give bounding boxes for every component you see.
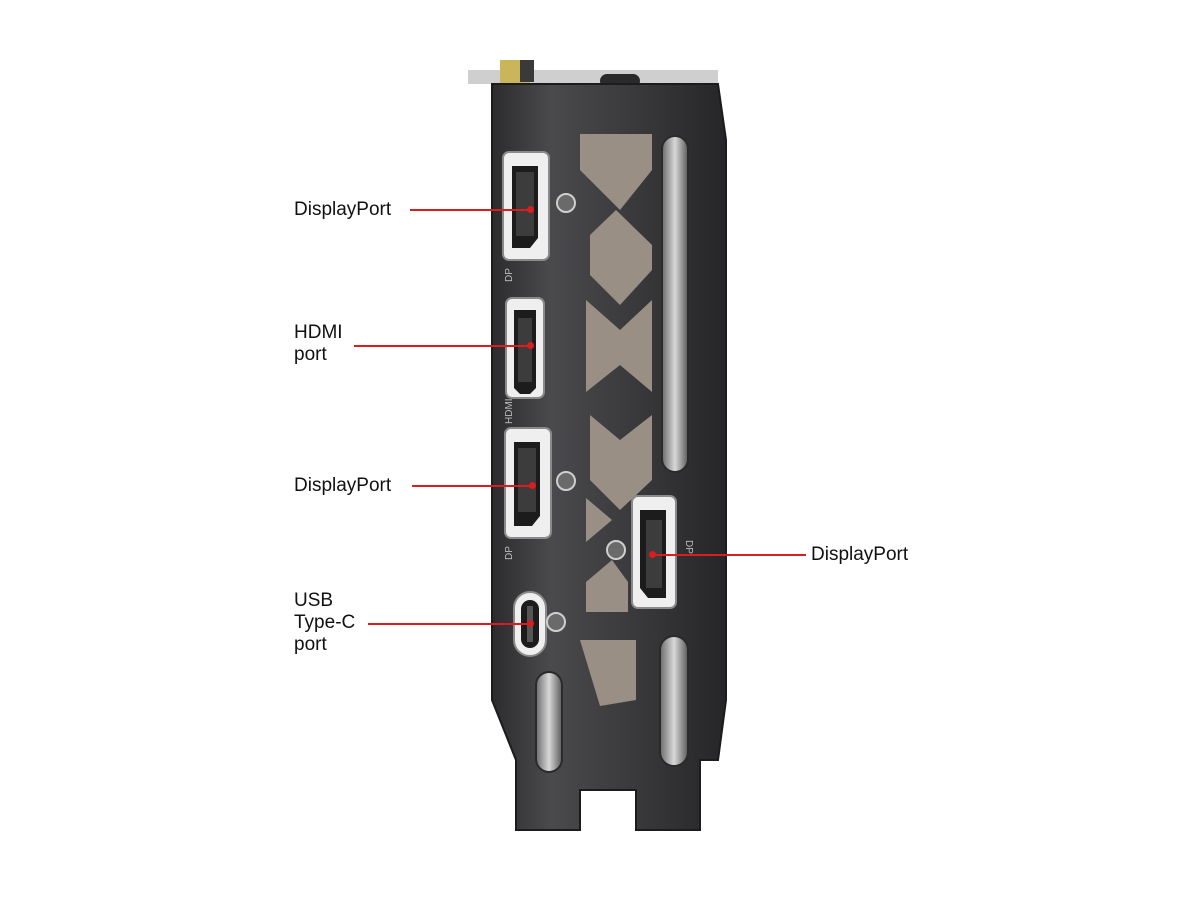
vent-windows xyxy=(580,134,652,706)
leader-line-displayport-1 xyxy=(410,209,530,211)
port-stamps: DP HDMI DP DP xyxy=(504,268,694,560)
label-displayport-1: DisplayPort xyxy=(294,199,392,220)
chrome-rail xyxy=(535,135,689,773)
bracket-top-tab xyxy=(468,60,718,88)
leader-dot-hdmi-port xyxy=(527,342,534,349)
leader-line-usb-type-c-port xyxy=(368,623,530,625)
leader-dot-displayport-1 xyxy=(527,206,534,213)
stamp-dp-2: DP xyxy=(504,546,515,560)
bracket-screws xyxy=(546,193,626,632)
hdmi-connector xyxy=(505,297,545,399)
leader-line-displayport-3 xyxy=(652,554,806,556)
displayport-connector-1 xyxy=(502,151,550,261)
label-hdmi-port: HDMI port xyxy=(294,322,343,365)
stamp-dp-1: DP xyxy=(504,268,515,282)
leader-dot-displayport-3 xyxy=(649,551,656,558)
leader-line-hdmi-port xyxy=(354,345,530,347)
label-displayport-3: DisplayPort xyxy=(811,544,909,565)
displayport-connector-2 xyxy=(504,427,552,539)
leader-dot-usb-type-c-port xyxy=(527,620,534,627)
label-displayport-2: DisplayPort xyxy=(294,475,392,496)
leader-line-displayport-2 xyxy=(412,485,532,487)
stamp-hdmi: HDMI xyxy=(504,398,515,424)
leader-dot-displayport-2 xyxy=(529,482,536,489)
stamp-dp-3: DP xyxy=(683,540,694,554)
label-usb-type-c-port: USB Type-C port xyxy=(294,590,356,655)
